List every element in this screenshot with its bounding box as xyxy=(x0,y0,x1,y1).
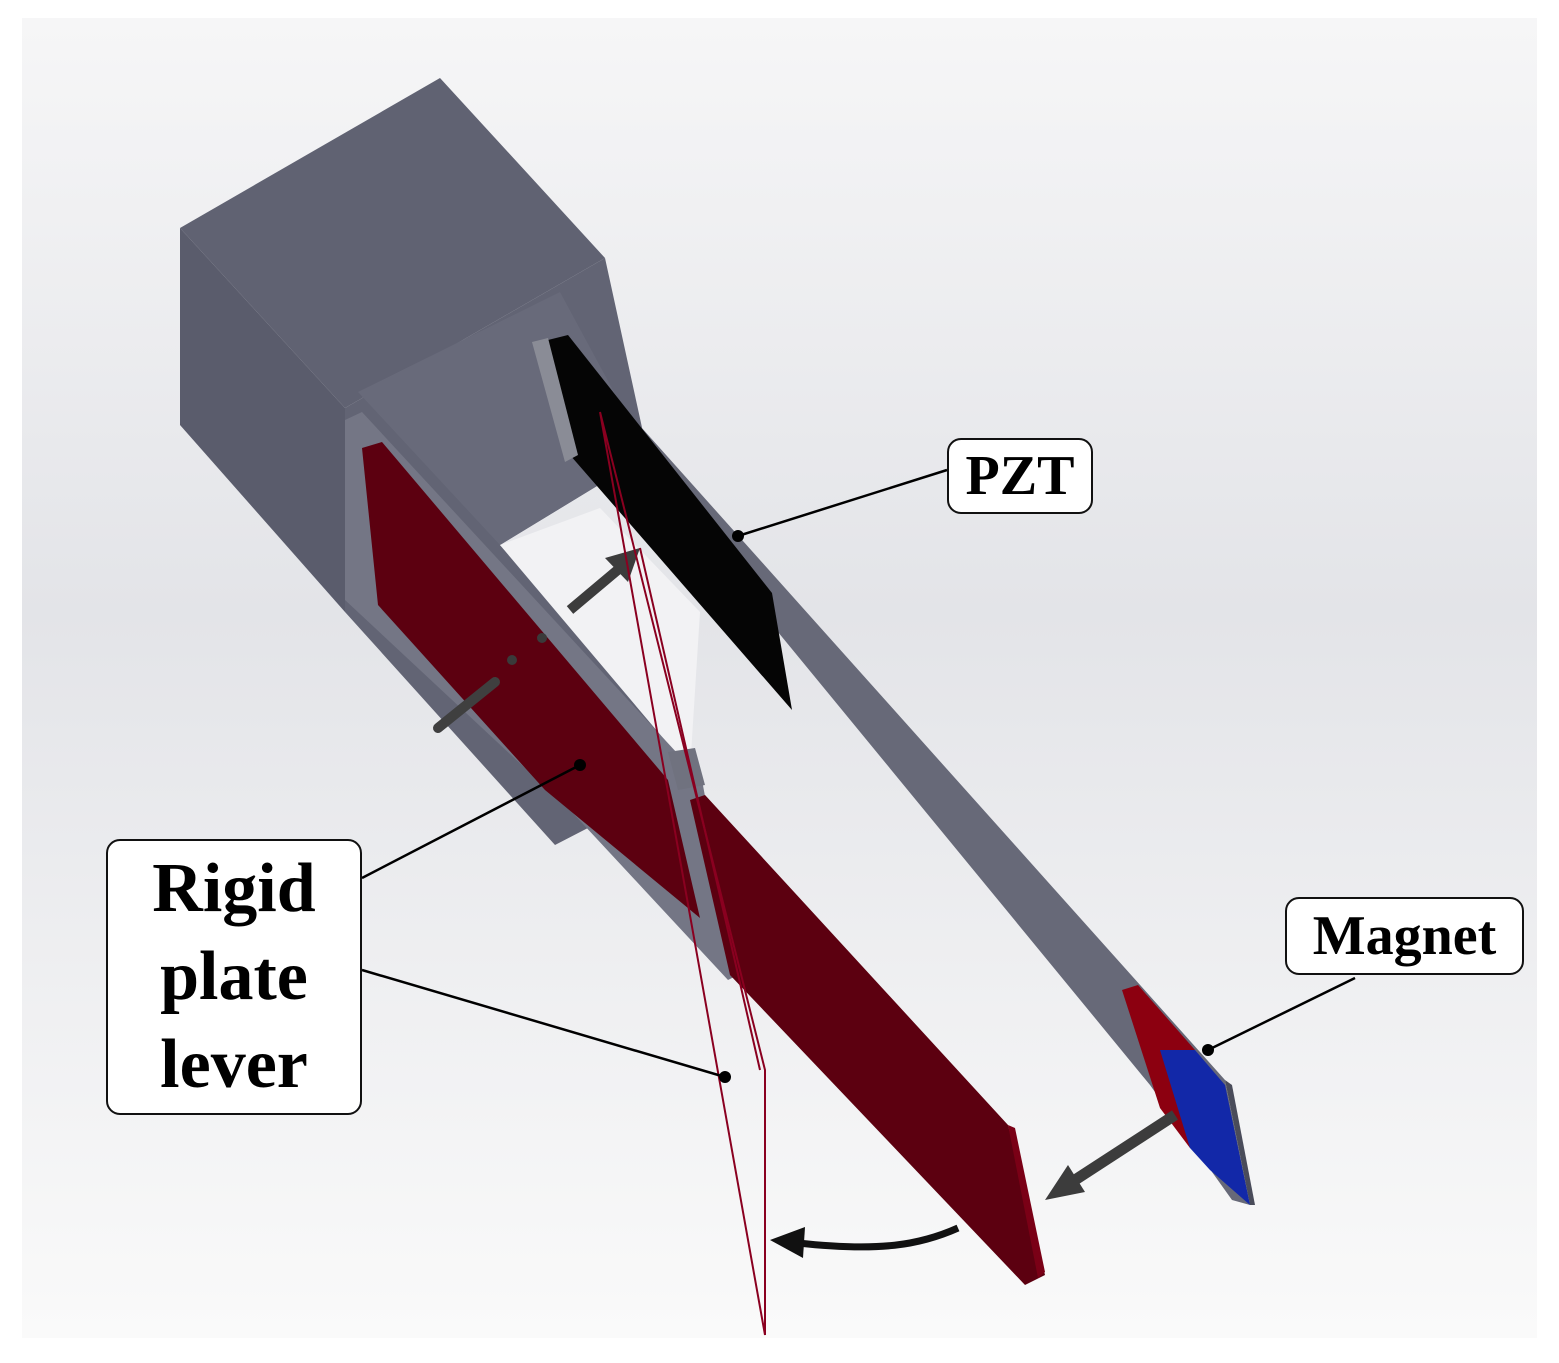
housing-left-face xyxy=(180,228,345,612)
magnet-leader xyxy=(1207,976,1356,1052)
rigid-plate-lever-label: Rigid plate lever xyxy=(106,839,362,1115)
magnet-north xyxy=(1122,985,1195,1148)
rigid-label-line-2: plate xyxy=(160,938,308,1015)
pivot-dot-2 xyxy=(537,633,547,643)
rigid-leader-2 xyxy=(361,968,726,1079)
pivot-rod-left xyxy=(433,677,500,733)
force-arrow-magnet-head xyxy=(1045,1165,1085,1200)
rigid-label-line-1: Rigid xyxy=(152,850,316,927)
housing-top-face xyxy=(180,78,605,408)
swept-plane-outline xyxy=(599,411,766,1336)
magnet-leader-dot xyxy=(1202,1044,1214,1056)
rigid-leader-2-dot xyxy=(719,1071,731,1083)
pzt-leader xyxy=(737,468,948,538)
cantilever-beam-edge xyxy=(1225,1080,1255,1205)
rigid-leader-1-dot xyxy=(574,759,586,771)
lever-hinge xyxy=(668,748,705,790)
pzt-patch xyxy=(548,335,792,710)
rotation-arrow xyxy=(797,1224,960,1251)
force-arrow-magnet-shaft xyxy=(1072,1110,1178,1185)
force-arrow-up-shaft xyxy=(566,564,624,614)
rigid-label-line-3: lever xyxy=(160,1026,308,1103)
magnet-south xyxy=(1160,1050,1250,1205)
swept-plane-edge xyxy=(639,547,761,1071)
rotation-arrow-head xyxy=(770,1227,805,1258)
lever-extension-edge xyxy=(1008,1125,1045,1278)
pzt-leader-dot xyxy=(732,530,744,542)
rigid-leader-1 xyxy=(361,763,581,880)
lever-plate xyxy=(362,442,700,918)
housing-gap xyxy=(500,508,700,770)
pzt-clamp xyxy=(532,338,578,462)
lever-extension xyxy=(690,795,1045,1285)
pivot-dot-1 xyxy=(507,655,517,665)
force-arrow-up-head xyxy=(605,548,640,582)
magnet-label: Magnet xyxy=(1285,897,1524,975)
pzt-label: PZT xyxy=(947,438,1093,514)
